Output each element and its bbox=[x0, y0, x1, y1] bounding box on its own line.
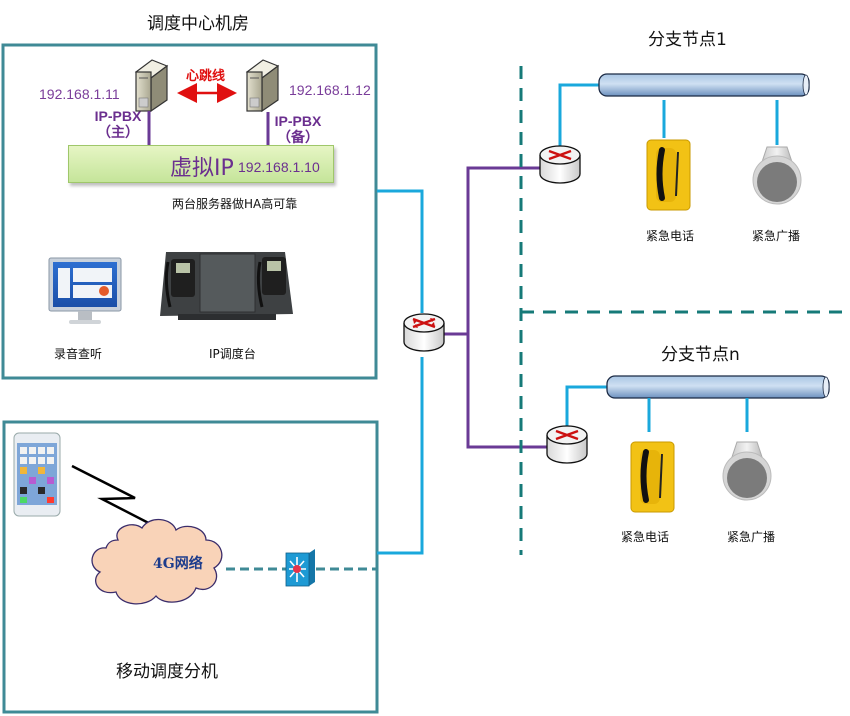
cloud-4g-icon bbox=[91, 518, 223, 605]
server-backup-icon bbox=[245, 59, 280, 113]
branch1-router-icon bbox=[539, 145, 581, 184]
server-backup-role: IP-PBX （备） bbox=[268, 113, 328, 147]
link-branchn-router-to-bus bbox=[565, 385, 607, 428]
branch-1-broadcast-label: 紧急广播 bbox=[752, 229, 801, 243]
server-backup-role-name: IP-PBX bbox=[274, 113, 322, 129]
link-router-to-branch-n bbox=[466, 334, 555, 449]
ha-note: 两台服务器做HA高可靠 bbox=[172, 197, 298, 211]
branchn-bus-icon bbox=[606, 375, 830, 399]
dispatch-center-title: 调度中心机房 bbox=[147, 14, 249, 34]
virtual-ip-label: 虚拟IP bbox=[170, 156, 234, 181]
branch-1-title: 分支节点1 bbox=[648, 30, 727, 50]
branch-n-phone-label: 紧急电话 bbox=[621, 530, 670, 544]
branch-1-phone-label: 紧急电话 bbox=[646, 229, 695, 243]
switch-icon bbox=[285, 549, 315, 587]
server-primary-icon bbox=[134, 59, 169, 113]
mobile-title: 移动调度分机 bbox=[116, 662, 218, 682]
branchn-emergency-speaker-icon bbox=[722, 441, 772, 501]
branchn-router-icon bbox=[546, 425, 588, 464]
network-4g-label: 4G网络 bbox=[153, 556, 203, 572]
console-label: IP调度台 bbox=[209, 347, 256, 361]
ip-console-icon bbox=[160, 252, 293, 320]
recording-label: 录音查听 bbox=[54, 347, 103, 361]
branch-n-broadcast-label: 紧急广播 bbox=[727, 530, 776, 544]
recording-monitor-icon bbox=[48, 257, 122, 324]
link-router-to-branches bbox=[444, 166, 548, 336]
link-branch1-router-to-bus bbox=[558, 83, 599, 150]
mobile-phone-icon bbox=[13, 432, 61, 517]
server-primary-role-name: IP-PBX bbox=[94, 108, 142, 124]
branch1-bus-icon bbox=[598, 73, 810, 97]
server-primary-tag: （主） bbox=[97, 125, 139, 141]
core-router-icon bbox=[403, 313, 445, 352]
branch-n-group bbox=[546, 375, 830, 513]
branch-1-group bbox=[539, 73, 810, 211]
branch1-emergency-speaker-icon bbox=[752, 146, 802, 205]
heartbeat-label: 心跳线 bbox=[186, 69, 226, 84]
server-primary-role: IP-PBX （主） bbox=[88, 108, 148, 142]
server-primary-ip: 192.168.1.11 bbox=[39, 86, 120, 102]
server-backup-ip: 192.168.1.12 bbox=[289, 82, 371, 98]
branchn-emergency-phone-icon bbox=[630, 441, 675, 513]
virtual-ip-bar bbox=[68, 145, 334, 183]
virtual-ip-value: 192.168.1.10 bbox=[238, 159, 320, 175]
branch-n-title: 分支节点n bbox=[661, 345, 740, 365]
link-center-to-router bbox=[377, 189, 424, 313]
branch1-emergency-phone-icon bbox=[646, 139, 691, 211]
link-mobile-to-router bbox=[377, 357, 424, 555]
mobile-box bbox=[2, 420, 379, 714]
server-backup-tag: （备） bbox=[277, 130, 319, 146]
dispatch-center-box bbox=[1, 43, 378, 380]
wireless-signal-icon bbox=[71, 464, 169, 535]
